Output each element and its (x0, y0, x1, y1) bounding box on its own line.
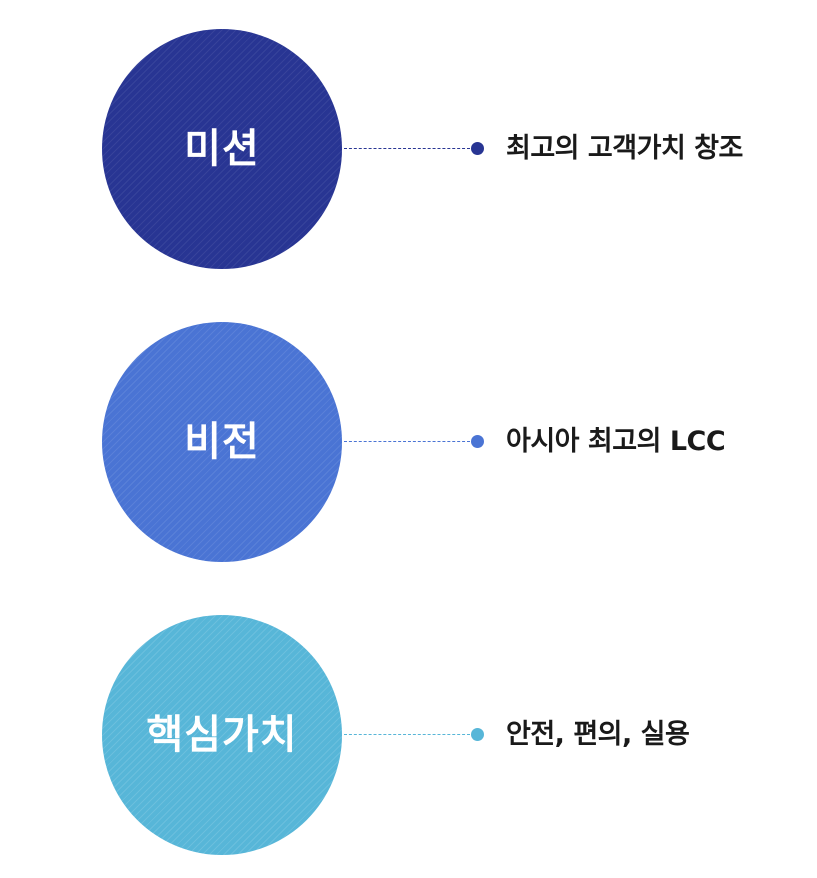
core-values-circle: 핵심가치 (102, 615, 342, 855)
mission-title: 미션 (184, 126, 260, 172)
vision-circle: 비전 (102, 322, 342, 562)
core-values-bullet-dot (471, 728, 484, 741)
vision-connector-line (344, 441, 470, 442)
mission-circle: 미션 (102, 29, 342, 269)
core-values-title: 핵심가치 (146, 712, 298, 758)
vision-bullet-dot (471, 435, 484, 448)
core-values-row: 핵심가치 안전, 편의, 실용 (0, 615, 817, 855)
vision-row: 비전 아시아 최고의 LCC (0, 322, 817, 562)
vision-description: 아시아 최고의 LCC (506, 426, 726, 457)
core-values-description: 안전, 편의, 실용 (506, 719, 690, 750)
mission-connector-line (344, 148, 470, 149)
core-values-connector-line (344, 734, 470, 735)
mission-bullet-dot (471, 142, 484, 155)
mission-description: 최고의 고객가치 창조 (506, 133, 743, 164)
mission-row: 미션 최고의 고객가치 창조 (0, 29, 817, 269)
vision-title: 비전 (184, 419, 260, 465)
